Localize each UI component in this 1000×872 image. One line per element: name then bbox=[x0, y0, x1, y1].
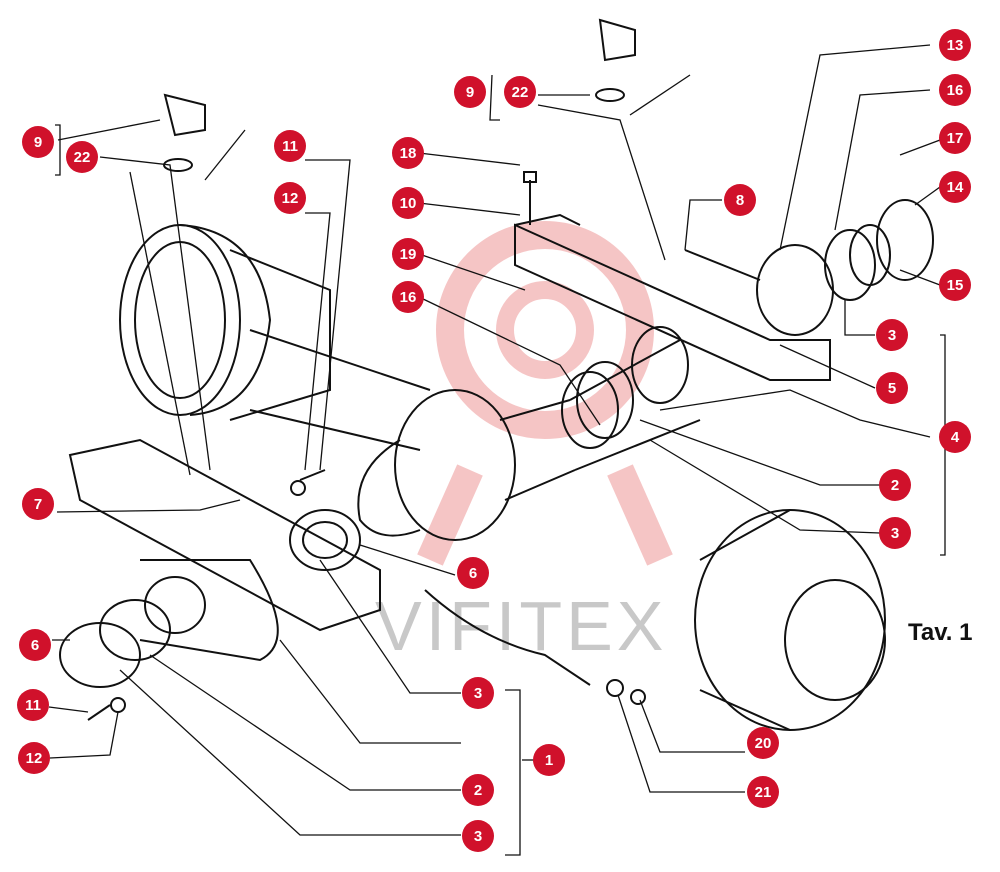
callout-20: 20 bbox=[747, 727, 779, 759]
svg-text:6: 6 bbox=[31, 637, 39, 654]
callout-6-left: 6 bbox=[19, 629, 51, 661]
watermark-gear-logo bbox=[417, 221, 673, 566]
callout-10: 10 bbox=[392, 187, 424, 219]
callout-9-left: 9 bbox=[22, 126, 54, 158]
svg-text:19: 19 bbox=[400, 246, 417, 263]
callout-2-right: 2 bbox=[879, 469, 911, 501]
callout-7: 7 bbox=[22, 488, 54, 520]
svg-text:21: 21 bbox=[755, 784, 772, 801]
svg-text:9: 9 bbox=[466, 84, 474, 101]
svg-text:14: 14 bbox=[947, 179, 964, 196]
callout-1: 1 bbox=[533, 744, 565, 776]
callout-14: 14 bbox=[939, 171, 971, 203]
svg-text:22: 22 bbox=[512, 84, 529, 101]
svg-text:12: 12 bbox=[282, 190, 299, 207]
callout-2-bottom: 2 bbox=[462, 774, 494, 806]
callout-19: 19 bbox=[392, 238, 424, 270]
watermark-text: VIFITEX bbox=[375, 587, 667, 665]
callout-4: 4 bbox=[939, 421, 971, 453]
callout-21: 21 bbox=[747, 776, 779, 808]
svg-text:9: 9 bbox=[34, 134, 42, 151]
callout-22-top: 22 bbox=[504, 76, 536, 108]
callout-16-mid: 16 bbox=[392, 281, 424, 313]
svg-text:4: 4 bbox=[951, 429, 960, 446]
axle-drawing bbox=[59, 18, 934, 731]
callout-15: 15 bbox=[939, 269, 971, 301]
svg-text:16: 16 bbox=[947, 82, 964, 99]
svg-text:3: 3 bbox=[474, 685, 482, 702]
svg-text:12: 12 bbox=[26, 750, 43, 767]
callout-9-top: 9 bbox=[454, 76, 486, 108]
callout-badges: 13 9 22 16 17 14 15 18 10 8 19 16 3 5 4 … bbox=[17, 29, 971, 852]
callout-8: 8 bbox=[724, 184, 756, 216]
svg-text:11: 11 bbox=[282, 138, 298, 155]
svg-text:13: 13 bbox=[947, 37, 964, 54]
svg-text:3: 3 bbox=[474, 828, 482, 845]
table-title: Tav. 1 bbox=[908, 619, 972, 646]
svg-text:11: 11 bbox=[25, 697, 41, 714]
svg-text:7: 7 bbox=[34, 496, 42, 513]
callout-16-top: 16 bbox=[939, 74, 971, 106]
callout-11-left: 11 bbox=[17, 689, 49, 721]
callout-6-mid: 6 bbox=[457, 557, 489, 589]
svg-text:20: 20 bbox=[755, 735, 772, 752]
callout-3-right: 3 bbox=[879, 517, 911, 549]
callout-3-bottom-a: 3 bbox=[462, 677, 494, 709]
svg-text:3: 3 bbox=[891, 525, 899, 542]
callout-13: 13 bbox=[939, 29, 971, 61]
svg-text:17: 17 bbox=[947, 130, 964, 147]
callout-11-top: 11 bbox=[274, 130, 306, 162]
callout-3-bottom-b: 3 bbox=[462, 820, 494, 852]
svg-text:18: 18 bbox=[400, 145, 417, 162]
svg-text:2: 2 bbox=[474, 782, 482, 799]
svg-text:1: 1 bbox=[545, 752, 553, 769]
svg-text:2: 2 bbox=[891, 477, 899, 494]
svg-text:5: 5 bbox=[888, 380, 896, 397]
callout-17: 17 bbox=[939, 122, 971, 154]
callout-18: 18 bbox=[392, 137, 424, 169]
svg-text:6: 6 bbox=[469, 565, 477, 582]
svg-text:10: 10 bbox=[400, 195, 417, 212]
callout-3-right-top: 3 bbox=[876, 319, 908, 351]
callout-22-left: 22 bbox=[66, 141, 98, 173]
svg-text:3: 3 bbox=[888, 327, 896, 344]
svg-text:16: 16 bbox=[400, 289, 417, 306]
callout-12-left: 12 bbox=[18, 742, 50, 774]
svg-text:8: 8 bbox=[736, 192, 744, 209]
svg-text:22: 22 bbox=[74, 149, 91, 166]
callout-12-top: 12 bbox=[274, 182, 306, 214]
leader-lines bbox=[48, 44, 946, 856]
svg-text:15: 15 bbox=[947, 277, 964, 294]
callout-5: 5 bbox=[876, 372, 908, 404]
